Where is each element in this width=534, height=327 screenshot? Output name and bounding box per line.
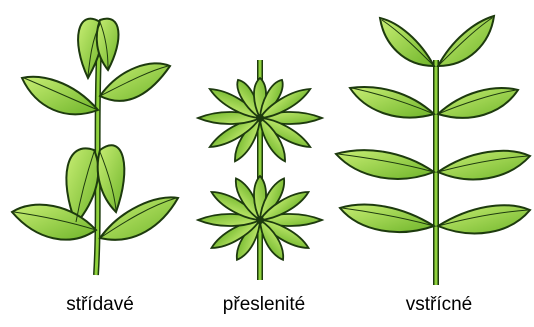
diagram-art xyxy=(0,0,534,290)
figure-opposite xyxy=(336,16,530,285)
leaf xyxy=(336,150,434,179)
figure-alternate xyxy=(12,19,178,275)
leaf xyxy=(340,205,434,232)
leaf xyxy=(438,88,518,118)
figure-whorled xyxy=(198,60,322,280)
leaf xyxy=(380,18,434,66)
leaf xyxy=(350,87,434,118)
caption-opposite: vstřícné xyxy=(359,294,519,316)
leaf xyxy=(438,205,530,233)
caption-alternate: střídavé xyxy=(20,294,180,316)
leaf xyxy=(438,16,494,66)
caption-whorled: přeslenité xyxy=(184,294,344,316)
leaf xyxy=(438,151,530,180)
